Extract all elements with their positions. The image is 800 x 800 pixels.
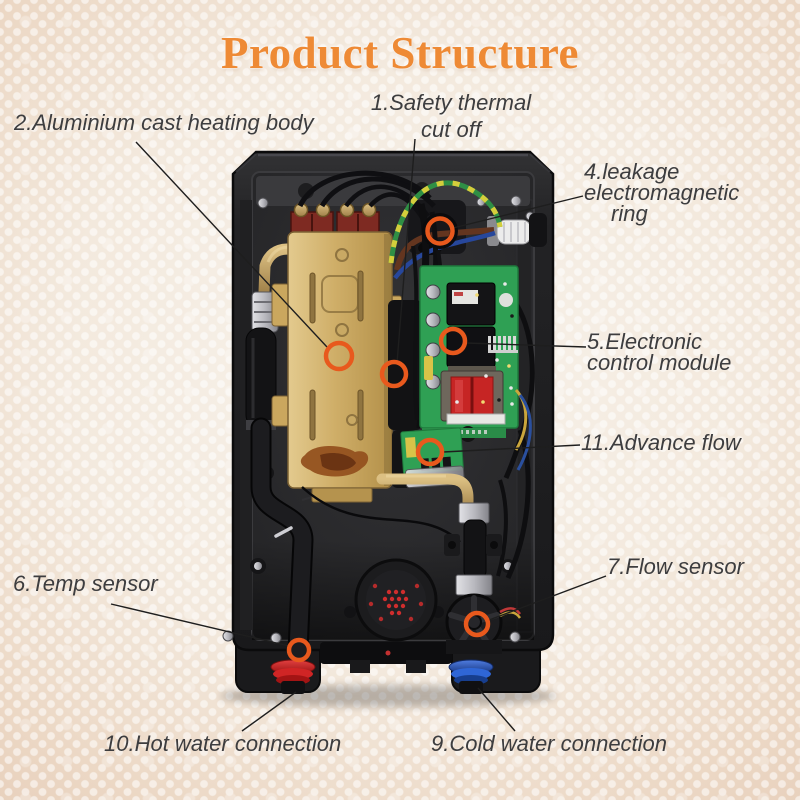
leader-lines (110, 138, 607, 732)
label-line: 7.Flow sensor (607, 554, 744, 579)
leader-temp-sensor (110, 603, 290, 647)
label-hot-water-connection: 10.Hot water connection (104, 731, 341, 757)
marker-temp-sensor (286, 637, 312, 663)
marker-safety-thermal (379, 359, 409, 389)
marker-heating-body (323, 340, 355, 372)
leader-hot-water (241, 691, 297, 732)
label-line: 11.Advance flow (581, 430, 741, 455)
marker-flow-sensor (463, 610, 491, 638)
label-safety-thermal-cut-off: 1.Safety thermal cut off (356, 89, 546, 143)
heater-unit (222, 150, 555, 694)
leader-flow-sensor (488, 575, 607, 621)
leader-heating-body (135, 141, 328, 348)
speaker-grille (354, 558, 438, 642)
leader-advance-flow (442, 444, 581, 453)
leader-cold-water (477, 687, 516, 732)
label-line: 4.leakage (584, 159, 680, 184)
label-flow-sensor: 7.Flow sensor (607, 554, 744, 580)
label-advance-flow: 11.Advance flow (581, 430, 741, 456)
control-pcb (419, 265, 532, 471)
marker-advance-flow (415, 437, 445, 467)
heating-body (271, 202, 403, 503)
label-line: control module (587, 350, 732, 375)
label-line: electromagnetic (584, 180, 740, 205)
label-aluminium-cast-heating-body: 2.Aluminium cast heating body (14, 110, 314, 136)
label-line: 1.Safety thermal (370, 90, 532, 115)
label-line: 10.Hot water connection (104, 731, 342, 756)
label-cold-water-connection: 9.Cold water connection (431, 731, 667, 757)
marker-leakage-ring (425, 216, 455, 246)
label-line: cut off (421, 117, 481, 142)
label-line: 6.Temp sensor (13, 571, 158, 596)
label-electronic-control-module: 5.Electronic control module (587, 329, 732, 375)
hot-water-connector (270, 659, 316, 694)
label-line: 2.Aluminium cast heating body (14, 110, 314, 135)
page-title: Product Structure (220, 28, 580, 78)
label-leakage-electromagnetic-ring: 4.leakage electromagnetic ring (584, 159, 740, 226)
leader-safety-thermal (396, 138, 416, 364)
callout-markers (286, 216, 491, 663)
label-temp-sensor: 6.Temp sensor (13, 571, 158, 597)
leader-control-module (465, 342, 587, 348)
cold-water-connector (448, 659, 494, 694)
label-line: ring (611, 201, 648, 226)
leader-leakage-ring (452, 195, 584, 229)
label-line: 5.Electronic (587, 329, 702, 354)
flow-sensor-assembly (376, 473, 522, 654)
label-line: 9.Cold water connection (431, 731, 668, 756)
marker-control-module (438, 326, 468, 356)
